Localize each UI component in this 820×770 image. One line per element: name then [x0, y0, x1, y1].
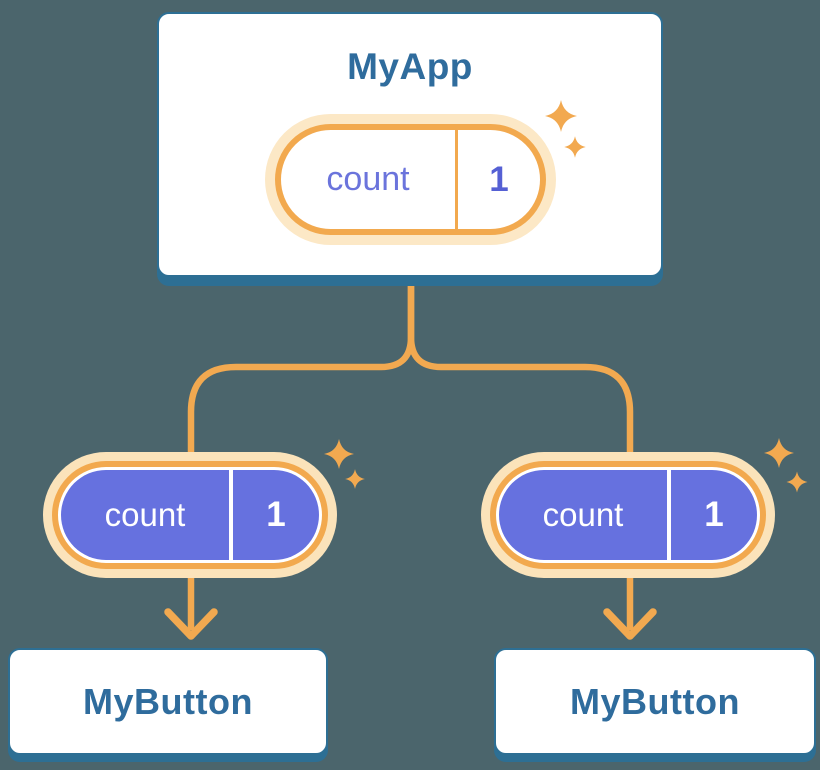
- sparkle-icon: [324, 439, 365, 489]
- sparkle-icon: [764, 438, 808, 493]
- root-state-pill-body: count 1: [275, 124, 546, 235]
- state-value-label: 1: [489, 159, 509, 199]
- child-prop-pill-right-body: count 1: [490, 461, 766, 569]
- arrow-down-left-icon: [164, 608, 218, 640]
- pill-divider: [455, 130, 458, 229]
- arrow-down-right-icon: [603, 608, 657, 640]
- root-component-title: MyApp: [347, 46, 473, 87]
- pill-divider: [667, 470, 671, 560]
- root-state-pill: count 1: [265, 114, 556, 245]
- child-prop-pill-left: count 1: [43, 452, 337, 578]
- branch-right-line: [407, 276, 634, 630]
- child-prop-pill-right-core: count 1: [499, 470, 757, 560]
- child-component-card-left: MyButton: [8, 648, 328, 755]
- prop-value-label: 1: [704, 495, 724, 534]
- branch-left-line: [187, 276, 415, 630]
- child-component-title: MyButton: [570, 680, 740, 722]
- child-component-card-right: MyButton: [494, 648, 816, 755]
- child-prop-pill-left-body: count 1: [52, 461, 328, 569]
- pill-divider: [229, 470, 233, 560]
- sparkle-icon: [545, 100, 586, 158]
- root-component-card: MyApp count 1: [157, 12, 663, 277]
- prop-name-label: count: [104, 496, 186, 533]
- child-component-title: MyButton: [83, 680, 253, 722]
- prop-name-label: count: [542, 496, 624, 533]
- child-prop-pill-left-core: count 1: [61, 470, 319, 560]
- prop-value-label: 1: [266, 495, 286, 534]
- state-name-label: count: [326, 160, 410, 198]
- child-prop-pill-right: count 1: [481, 452, 775, 578]
